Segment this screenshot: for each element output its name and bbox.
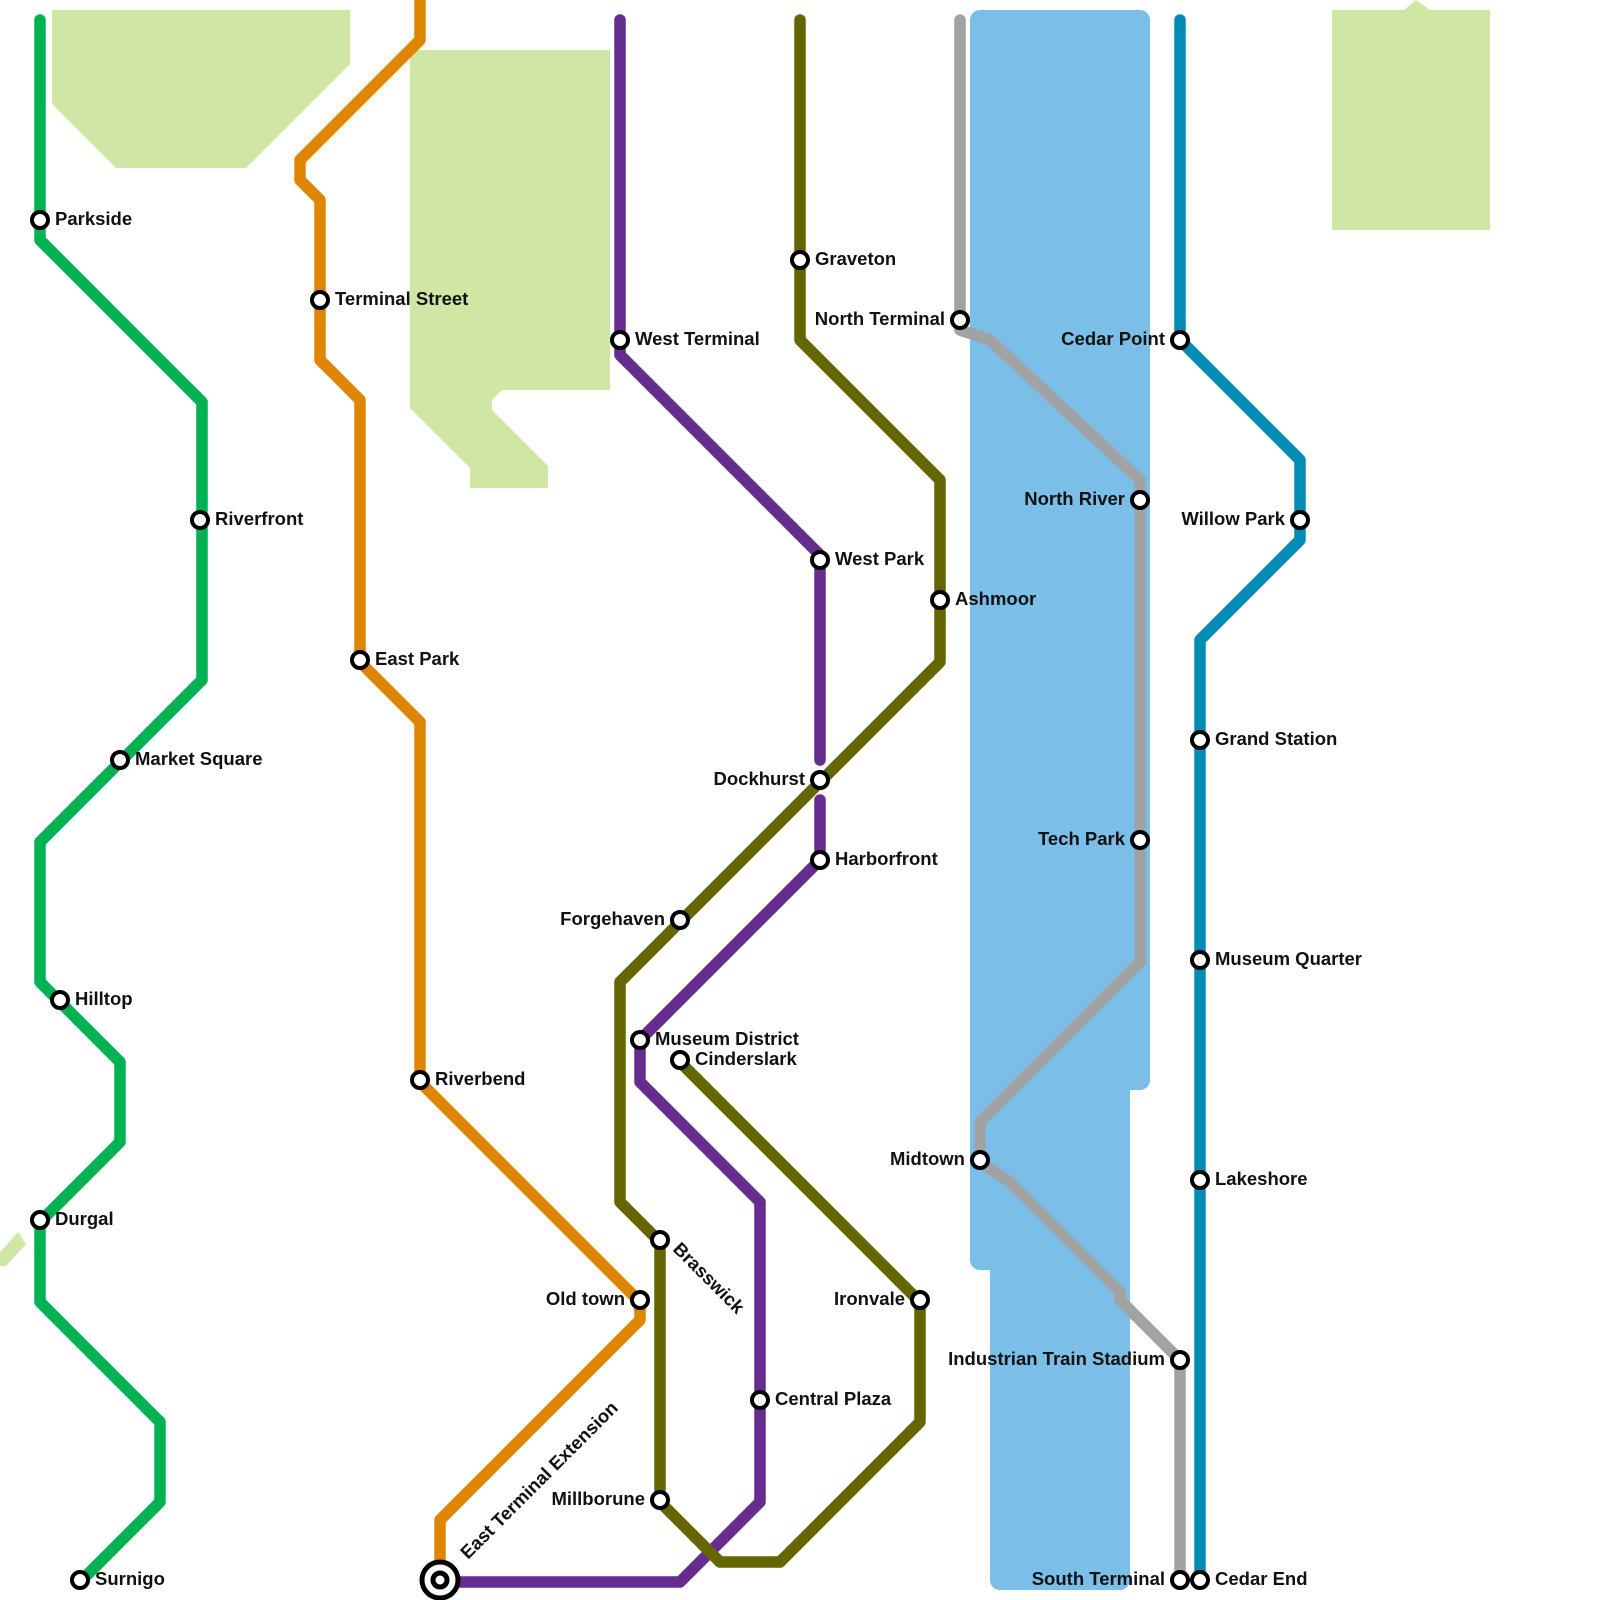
park-area-north-east [1332,0,1490,230]
station-label-dockhurst: Dockhurst [714,768,806,789]
station-marker-central-plaza[interactable] [750,1390,770,1410]
station-label-willow-park: Willow Park [1181,508,1285,529]
route-line-blue[interactable] [1174,14,1306,1588]
station-label-market-square: Market Square [135,748,263,769]
station-marker-tech-park[interactable] [1130,830,1150,850]
station-label-forgehaven: Forgehaven [560,908,665,929]
route-line-gray[interactable] [954,14,1186,1588]
stations-layer [30,210,1310,1600]
station-marker-cedar-end[interactable] [1190,1570,1210,1590]
station-label-west-park: West Park [835,548,925,569]
station-label-harborfront: Harborfront [835,848,938,869]
station-marker-harborfront[interactable] [810,850,830,870]
station-label-central-plaza: Central Plaza [775,1388,892,1409]
station-label-grand-station: Grand Station [1215,728,1337,749]
station-label-museum-district: Museum District [655,1028,799,1049]
station-marker-market-square[interactable] [110,750,130,770]
interchange-inner-east-terminal-extension [430,1570,450,1590]
station-marker-west-terminal[interactable] [610,330,630,350]
water-area-middle [970,350,1150,1090]
station-marker-forgehaven[interactable] [670,910,690,930]
station-marker-lakeshore[interactable] [1190,1170,1210,1190]
station-marker-dockhurst[interactable] [810,770,830,790]
station-marker-millborune[interactable] [650,1490,670,1510]
station-marker-riverbend[interactable] [410,1070,430,1090]
station-label-riverfront: Riverfront [215,508,303,529]
station-label-parkside: Parkside [55,208,132,229]
station-label-ironvale: Ironvale [834,1288,905,1309]
station-label-surnigo: Surnigo [95,1568,165,1589]
station-marker-midtown[interactable] [970,1150,990,1170]
station-marker-old-town[interactable] [630,1290,650,1310]
station-label-cedar-point: Cedar Point [1061,328,1165,349]
station-marker-cedar-point[interactable] [1170,330,1190,350]
station-label-south-terminal: South Terminal [1032,1568,1165,1589]
station-marker-cinderslark[interactable] [670,1050,690,1070]
station-marker-north-river[interactable] [1130,490,1150,510]
park-area-central [410,50,610,488]
station-marker-surnigo[interactable] [70,1570,90,1590]
station-marker-willow-park[interactable] [1290,510,1310,530]
station-label-ashmoor: Ashmoor [955,588,1036,609]
station-marker-brasswick[interactable] [650,1230,670,1250]
station-label-museum-quarter: Museum Quarter [1215,948,1362,969]
station-label-old-town: Old town [546,1288,625,1309]
station-label-cinderslark: Cinderslark [695,1048,798,1069]
station-label-brasswick: Brasswick [669,1238,749,1318]
station-label-north-terminal: North Terminal [815,308,945,329]
station-marker-ironvale[interactable] [910,1290,930,1310]
water-layer [970,10,1150,1590]
station-label-tech-park: Tech Park [1038,828,1126,849]
water-area-bottom [990,1190,1130,1590]
station-marker-north-terminal[interactable] [950,310,970,330]
station-marker-west-park[interactable] [810,550,830,570]
station-label-north-river: North River [1024,488,1125,509]
station-label-industrian-train-stadium: Industrian Train Stadium [948,1348,1165,1369]
station-marker-hilltop[interactable] [50,990,70,1010]
park-area-west-edge [0,1232,26,1266]
station-label-west-terminal: West Terminal [635,328,760,349]
station-marker-parkside[interactable] [30,210,50,230]
route-line-orange[interactable] [294,0,646,1586]
station-marker-museum-district[interactable] [630,1030,650,1050]
route-line-purple-south[interactable] [434,794,826,1588]
station-label-durgal: Durgal [55,1208,114,1229]
station-label-millborune: Millborune [551,1488,645,1509]
station-label-lakeshore: Lakeshore [1215,1168,1308,1189]
parks-layer [0,0,1490,1266]
station-marker-south-terminal[interactable] [1170,1570,1190,1590]
station-marker-east-park[interactable] [350,650,370,670]
station-label-hilltop: Hilltop [75,988,133,1009]
station-label-graveton: Graveton [815,248,896,269]
station-label-east-park: East Park [375,648,460,669]
park-area-north-west [52,10,350,168]
station-marker-ashmoor[interactable] [930,590,950,610]
station-marker-terminal-street[interactable] [310,290,330,310]
route-line-purple[interactable] [614,14,826,766]
station-marker-grand-station[interactable] [1190,730,1210,750]
station-label-riverbend: Riverbend [435,1068,525,1089]
station-marker-museum-quarter[interactable] [1190,950,1210,970]
station-marker-industrian-train-stadium[interactable] [1170,1350,1190,1370]
station-marker-durgal[interactable] [30,1210,50,1230]
route-line-green[interactable] [34,14,208,1588]
station-marker-riverfront[interactable] [190,510,210,530]
station-label-midtown: Midtown [890,1148,965,1169]
station-marker-graveton[interactable] [790,250,810,270]
station-label-terminal-street: Terminal Street [335,288,468,309]
station-label-cedar-end: Cedar End [1215,1568,1308,1589]
